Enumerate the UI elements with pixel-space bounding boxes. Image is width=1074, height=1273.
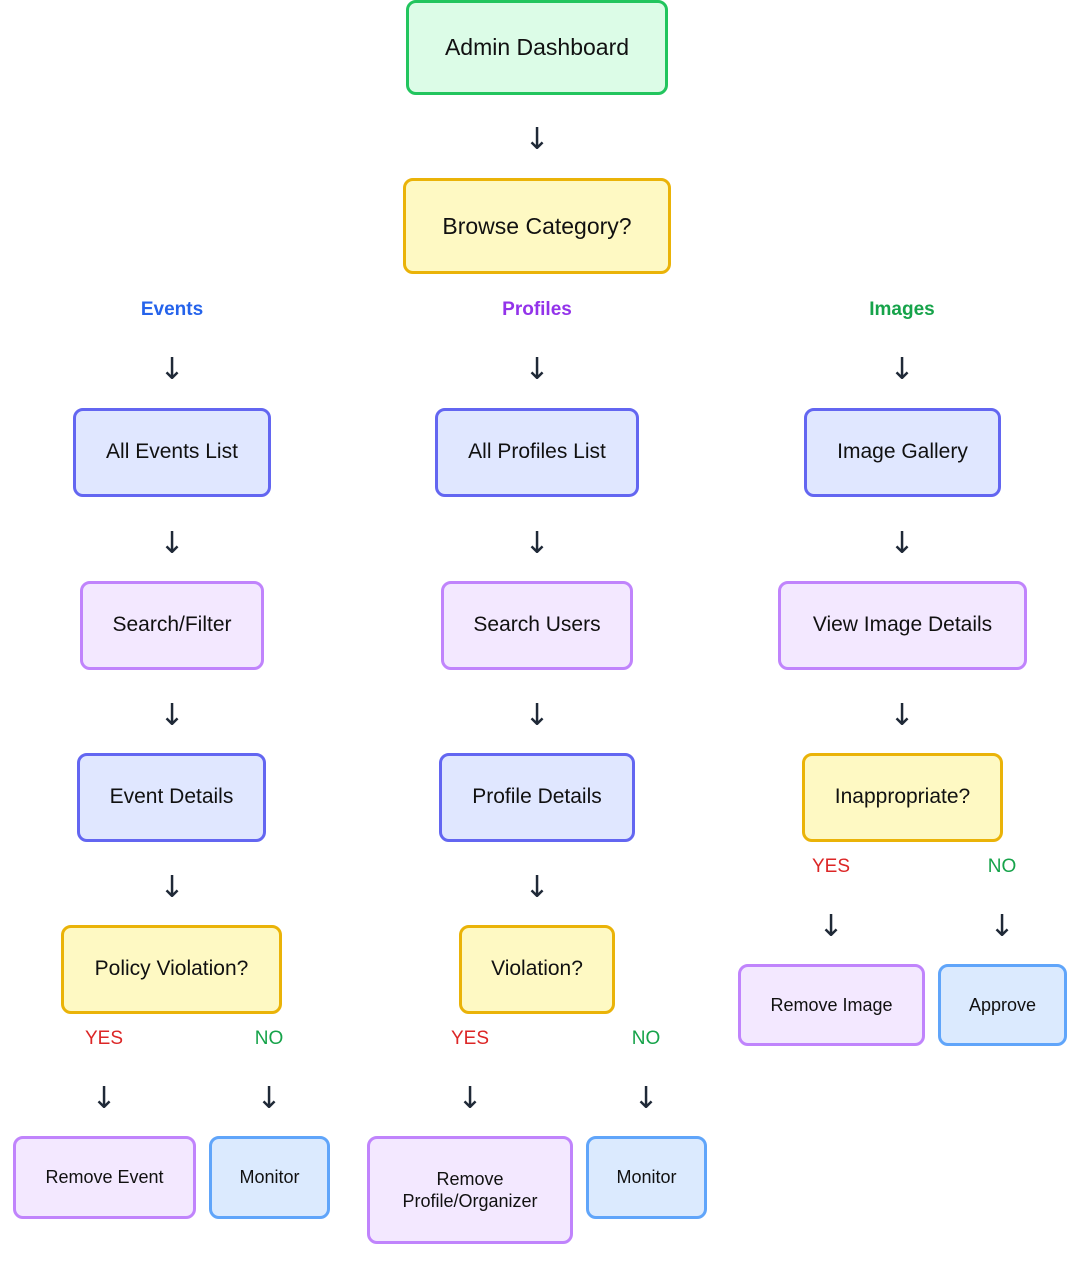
violation-decision: Violation?: [459, 925, 615, 1014]
events-no-label: NO: [254, 1028, 284, 1049]
remove-image-node: Remove Image: [738, 964, 925, 1046]
browse-category-decision: Browse Category?: [403, 178, 671, 274]
admin-dashboard-node: Admin Dashboard: [406, 0, 668, 95]
arrow-down-icon: ↓: [524, 698, 550, 733]
arrow-down-icon: ↓: [159, 698, 185, 733]
event-details-node: Event Details: [77, 753, 266, 842]
arrow-down-icon: ↓: [256, 1081, 282, 1116]
events-yes-label: YES: [84, 1028, 124, 1049]
images-yes-label: YES: [811, 856, 851, 877]
images-no-label: NO: [987, 856, 1017, 877]
arrow-down-icon: ↓: [889, 698, 915, 733]
arrow-down-icon: ↓: [91, 1081, 117, 1116]
profiles-yes-label: YES: [450, 1028, 490, 1049]
arrow-down-icon: ↓: [159, 526, 185, 561]
arrow-down-icon: ↓: [524, 122, 550, 157]
arrow-down-icon: ↓: [457, 1081, 483, 1116]
profiles-monitor-node: Monitor: [586, 1136, 707, 1219]
arrow-down-icon: ↓: [889, 352, 915, 387]
inappropriate-decision: Inappropriate?: [802, 753, 1003, 842]
arrow-down-icon: ↓: [524, 526, 550, 561]
arrow-down-icon: ↓: [524, 352, 550, 387]
arrow-down-icon: ↓: [889, 526, 915, 561]
all-events-list-node: All Events List: [73, 408, 271, 497]
profile-details-node: Profile Details: [439, 753, 635, 842]
arrow-down-icon: ↓: [524, 870, 550, 905]
all-profiles-list-node: All Profiles List: [435, 408, 639, 497]
remove-event-node: Remove Event: [13, 1136, 196, 1219]
arrow-down-icon: ↓: [159, 870, 185, 905]
branch-label-profiles: Profiles: [502, 299, 572, 320]
arrow-down-icon: ↓: [633, 1081, 659, 1116]
branch-label-events: Events: [140, 299, 204, 320]
profiles-no-label: NO: [631, 1028, 661, 1049]
approve-node: Approve: [938, 964, 1067, 1046]
policy-violation-decision: Policy Violation?: [61, 925, 282, 1014]
image-gallery-node: Image Gallery: [804, 408, 1001, 497]
arrow-down-icon: ↓: [989, 909, 1015, 944]
arrow-down-icon: ↓: [159, 352, 185, 387]
search-users-node: Search Users: [441, 581, 633, 670]
remove-profile-organizer-node: Remove Profile/Organizer: [367, 1136, 573, 1244]
branch-label-images: Images: [869, 299, 935, 320]
view-image-details-node: View Image Details: [778, 581, 1027, 670]
arrow-down-icon: ↓: [818, 909, 844, 944]
events-monitor-node: Monitor: [209, 1136, 330, 1219]
search-filter-node: Search/Filter: [80, 581, 264, 670]
